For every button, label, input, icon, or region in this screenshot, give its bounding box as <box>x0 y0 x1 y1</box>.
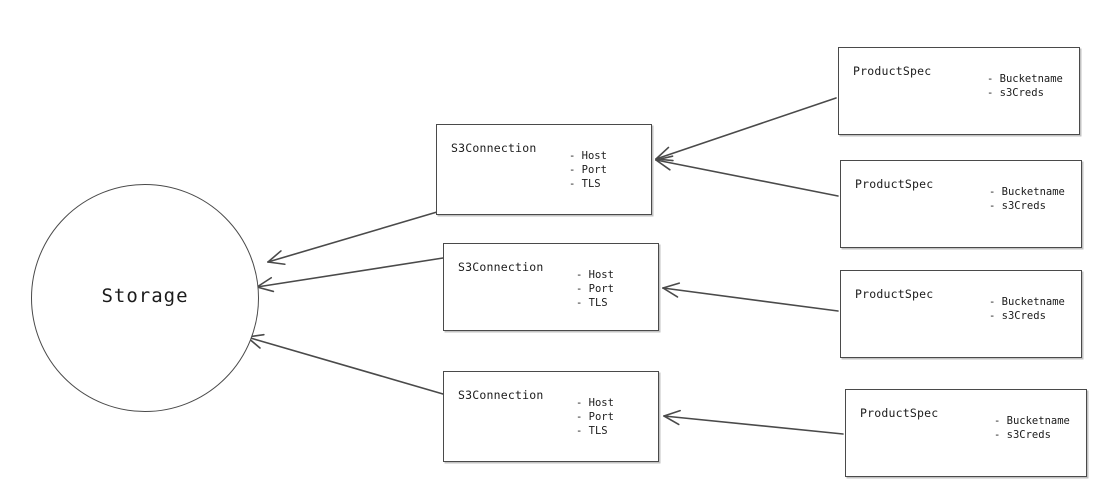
connection-field: - TLS <box>569 178 601 190</box>
connection-title: S3Connection <box>458 388 544 402</box>
storage-label: Storage <box>101 285 189 307</box>
spec-field: - Bucketname <box>994 415 1070 427</box>
storage-circle-node[interactable]: Storage <box>31 184 259 412</box>
productspec-1-to-s3connection-1 <box>655 97 837 162</box>
spec-field-list: - Bucketname - s3Creds <box>987 72 1063 100</box>
productspec-3-to-s3connection-2 <box>662 282 839 312</box>
connection-field: - TLS <box>576 425 608 437</box>
connection-title: S3Connection <box>458 260 544 274</box>
connection-field-list: - Host - Port - TLS <box>576 268 614 310</box>
spec-field: - s3Creds <box>989 200 1046 212</box>
connection-field-list: - Host - Port - TLS <box>576 396 614 438</box>
spec-field-list: - Bucketname - s3Creds <box>989 185 1065 213</box>
spec-title: ProductSpec <box>855 287 934 301</box>
spec-field: - s3Creds <box>994 429 1051 441</box>
spec-field: - s3Creds <box>987 87 1044 99</box>
spec-box[interactable]: ProductSpec - Bucketname - s3Creds <box>838 47 1080 135</box>
s3connection-3-to-storage <box>246 333 444 395</box>
connection-box[interactable]: S3Connection - Host - Port - TLS <box>443 243 659 331</box>
spec-field: - Bucketname <box>989 186 1065 198</box>
spec-field-list: - Bucketname - s3Creds <box>989 295 1065 323</box>
connection-field: - TLS <box>576 297 608 309</box>
spec-field: - Bucketname <box>989 296 1065 308</box>
s3connection-2-to-storage <box>256 257 444 293</box>
spec-box[interactable]: ProductSpec - Bucketname - s3Creds <box>840 270 1082 358</box>
productspec-2-to-s3connection-1 <box>655 155 839 197</box>
connection-box[interactable]: S3Connection - Host - Port - TLS <box>436 124 652 215</box>
connection-field-list: - Host - Port - TLS <box>569 149 607 191</box>
spec-title: ProductSpec <box>860 406 939 420</box>
connection-field: - Host <box>576 269 614 281</box>
spec-field: - s3Creds <box>989 310 1046 322</box>
connection-field: - Port <box>569 164 607 176</box>
spec-box[interactable]: ProductSpec - Bucketname - s3Creds <box>840 160 1082 248</box>
connection-field: - Port <box>576 283 614 295</box>
connection-field: - Host <box>569 150 607 162</box>
spec-box[interactable]: ProductSpec - Bucketname - s3Creds <box>845 389 1087 477</box>
productspec-4-to-s3connection-3 <box>663 409 844 435</box>
s3connection-1-to-storage <box>267 211 438 266</box>
spec-title: ProductSpec <box>853 64 932 78</box>
connection-title: S3Connection <box>451 141 537 155</box>
spec-field-list: - Bucketname - s3Creds <box>994 414 1070 442</box>
connection-field: - Host <box>576 397 614 409</box>
spec-title: ProductSpec <box>855 177 934 191</box>
connection-box[interactable]: S3Connection - Host - Port - TLS <box>443 371 659 462</box>
connection-field: - Port <box>576 411 614 423</box>
spec-field: - Bucketname <box>987 73 1063 85</box>
